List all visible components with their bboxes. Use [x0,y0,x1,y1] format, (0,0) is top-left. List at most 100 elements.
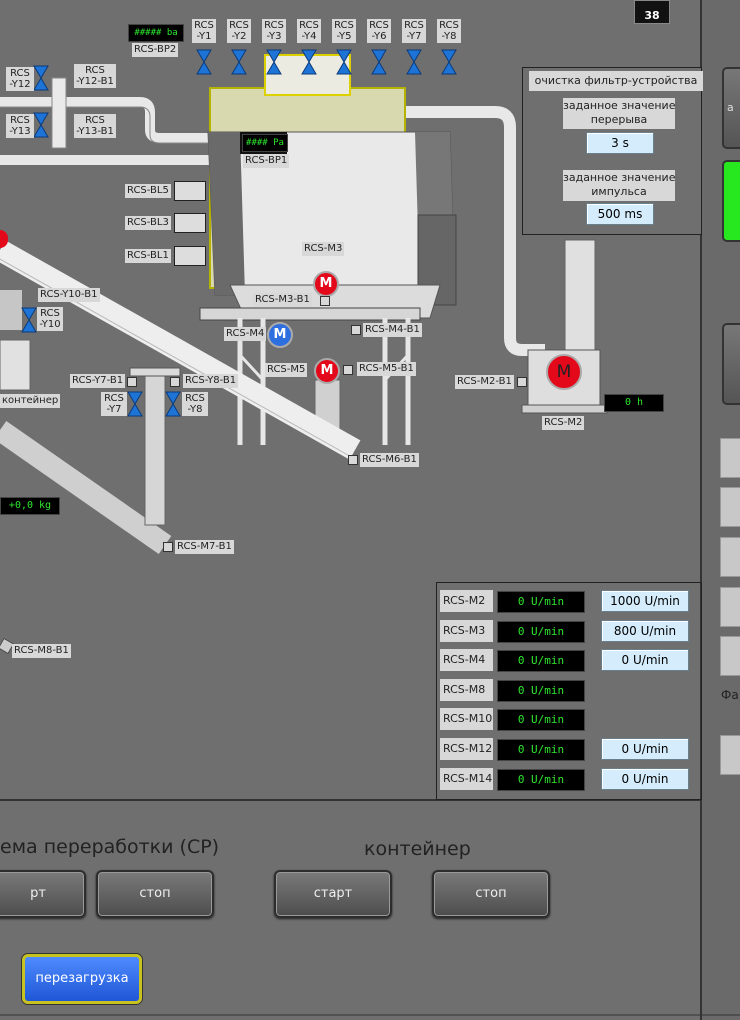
label-m2: RCS-M2 [542,416,585,430]
speed-row-setpoint-input[interactable]: 0 U/min [601,649,689,671]
container-start-button[interactable]: старт [274,870,392,918]
label-m3: RCS-M3 [302,242,345,256]
label-y7-lower: RCS -Y7 [101,392,127,416]
label-m8-b1: RCS-M8-B1 [12,644,71,658]
label-bl1: RCS-BL1 [125,249,171,263]
motor-partial-icon [0,230,8,248]
side-label-fa: Фа [721,688,739,702]
valve-y10-icon [21,307,37,333]
valve-y5-icon [336,49,352,75]
speed-row-actual: 0 U/min [497,680,585,702]
weight-display: +0,0 kg [0,497,60,515]
side-button-2[interactable] [722,323,740,405]
label-m2-b1: RCS-M2-B1 [455,375,514,389]
label-y2: RCS -Y2 [227,19,251,43]
side-item-5[interactable] [720,636,740,676]
side-button-a[interactable]: а [722,67,740,149]
speed-row-actual: 0 U/min [497,739,585,761]
motor-m4-icon[interactable]: M [267,322,293,348]
valve-y12-icon [33,65,49,91]
label-y7: RCS -Y7 [402,19,426,43]
speed-row-actual: 0 U/min [497,621,585,643]
label-m5: RCS-M5 [265,363,308,377]
speed-row-name: RCS-M8 [440,679,493,701]
valve-y2-icon [231,49,247,75]
valve-y1-icon [196,49,212,75]
label-m7-b1: RCS-M7-B1 [175,540,234,554]
label-y8: RCS -Y8 [437,19,461,43]
speed-row-setpoint-input[interactable]: 800 U/min [601,620,689,642]
label-m4-b1: RCS-M4-B1 [363,323,422,337]
label-bp1: RCS-BP1 [243,154,290,168]
sensor-m5-b1-icon [343,365,353,375]
speed-row-name: RCS-M4 [440,649,493,671]
reset-button[interactable]: перезагрузка [22,954,142,1004]
valve-y3-icon [266,49,282,75]
label-y12-b1: RCS -Y12-B1 [74,64,116,88]
container-section-title: контейнер [364,838,471,860]
side-item-6[interactable] [720,735,740,775]
speed-table [436,582,702,800]
filter-cleaning-panel: очистка фильтр-устройства заданное значе… [522,67,703,235]
sensor-y8-b1-icon [170,377,180,387]
side-status-indicator [722,160,740,242]
label-y13-b1: RCS -Y13-B1 [74,114,116,138]
label-bl5: RCS-BL5 [125,184,171,198]
label-y6: RCS -Y6 [367,19,391,43]
pause-setpoint-input[interactable]: 3 s [586,132,654,154]
speed-row-actual: 0 U/min [497,650,585,672]
speed-row-name: RCS-M3 [440,620,493,642]
label-y1: RCS -Y1 [192,19,216,43]
motor-m5-icon[interactable]: M [314,358,340,384]
speed-row-setpoint-input[interactable]: 0 U/min [601,768,689,790]
label-m4: RCS-M4 [224,327,267,341]
filter-panel-title: очистка фильтр-устройства [529,71,703,91]
speed-row-name: RCS-M14 [440,768,493,790]
label-y8-b1: RCS-Y8-B1 [183,374,239,388]
label-y4: RCS -Y4 [297,19,321,43]
sensor-m2-b1-icon [517,377,527,387]
speed-row-name: RCS-M12 [440,738,493,760]
speed-row-setpoint-input[interactable]: 1000 U/min [601,590,689,612]
side-item-4[interactable] [720,587,740,627]
pressure-bp1-display: #### Pa [242,134,288,152]
valve-y8-lower-icon [165,391,181,417]
valve-y7-lower-icon [127,391,143,417]
speed-row-setpoint-input[interactable]: 0 U/min [601,738,689,760]
label-y5: RCS -Y5 [332,19,356,43]
label-y13: RCS -Y13 [6,114,34,138]
label-y3: RCS -Y3 [262,19,286,43]
sensor-m7-b1-icon [163,542,173,552]
system-start-button[interactable]: рт [0,870,86,918]
system-stop-button[interactable]: стоп [96,870,214,918]
side-item-3[interactable] [720,537,740,577]
sensor-m4-b1-icon [351,325,361,335]
level-sensor-bl1-icon [174,246,206,266]
label-y10-b1: RCS-Y10-B1 [38,288,100,302]
m2-hours-display: 0 h [604,394,664,412]
label-m3-b1: RCS-M3-B1 [253,293,312,307]
valve-y13-icon [33,112,49,138]
speed-row-actual: 0 U/min [497,709,585,731]
label-bl3: RCS-BL3 [125,216,171,230]
pause-setpoint-label: заданное значение перерыва [563,98,675,129]
container-stop-button[interactable]: стоп [432,870,550,918]
valve-y6-icon [371,49,387,75]
level-sensor-bl3-icon [174,213,206,233]
sensor-m3-b1-icon [320,296,330,306]
label-m6-b1: RCS-M6-B1 [360,453,419,467]
speed-row-name: RCS-M10 [440,708,493,730]
motor-m2-icon[interactable]: M [546,354,582,390]
screen-number-badge: 38 [634,0,670,24]
motor-m3-icon[interactable]: M [313,271,339,297]
label-y8-lower: RCS -Y8 [182,392,208,416]
label-container-small: контейнер [0,394,61,408]
valve-y4-icon [301,49,317,75]
valve-symbols [21,49,457,417]
side-item-2[interactable] [720,487,740,527]
side-item-1[interactable] [720,438,740,478]
speed-row-name: RCS-M2 [440,590,493,612]
pulse-setpoint-input[interactable]: 500 ms [586,203,654,225]
sensor-y7-b1-icon [127,377,137,387]
